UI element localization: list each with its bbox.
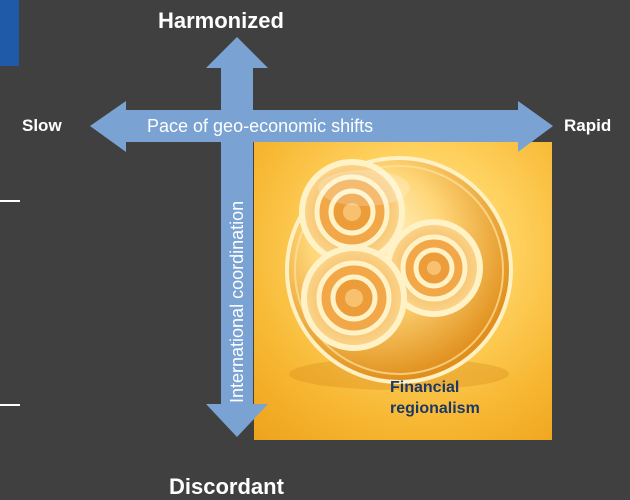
divider-line-top: [0, 200, 20, 202]
horizontal-axis-caption: Pace of geo-economic shifts: [147, 116, 374, 136]
horizontal-axis-arrow: [90, 101, 553, 152]
regionalism-sphere-icon: [285, 156, 513, 390]
axis-label-right: Rapid: [564, 116, 612, 135]
blue-accent-tab: [0, 0, 19, 66]
axis-label-left: Slow: [22, 116, 62, 135]
divider-line-bottom: [0, 404, 20, 406]
quadrant-caption-line2: regionalism: [390, 400, 480, 417]
financial-regionalism-quadrant: [254, 142, 552, 440]
quadrant-caption: Financial regionalism: [390, 377, 480, 419]
axis-label-bottom: Discordant: [169, 474, 284, 499]
quadrant-caption-line1: Financial: [390, 379, 460, 396]
axis-label-top: Harmonized: [158, 8, 284, 33]
vertical-axis-caption: International coordination: [227, 200, 247, 403]
